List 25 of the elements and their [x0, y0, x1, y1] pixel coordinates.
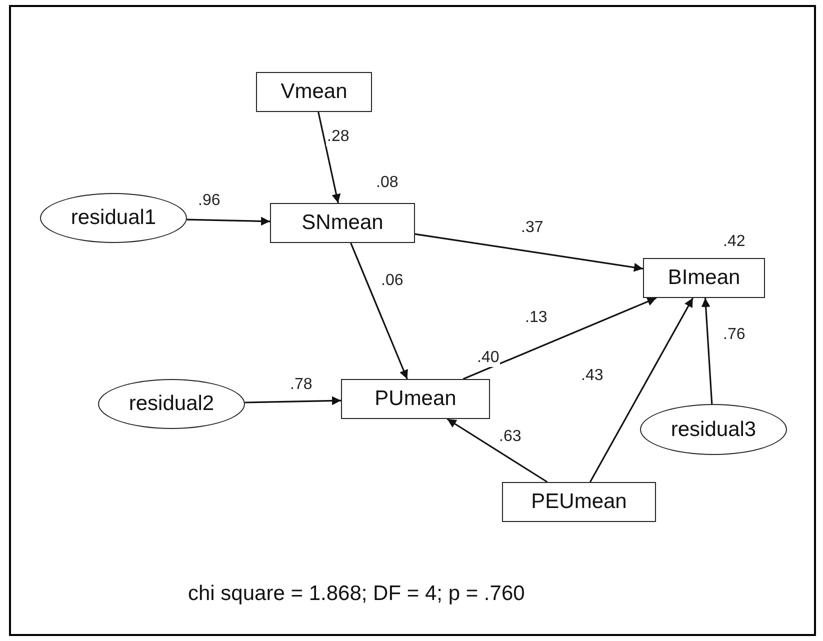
- path-arrow: [350, 242, 408, 380]
- variable-box: [256, 72, 372, 112]
- variable-name: residual1: [70, 206, 156, 230]
- path-coefficient: .28: [326, 128, 350, 146]
- variable-box: [270, 203, 415, 243]
- variable-box: [502, 482, 656, 522]
- variable-name: residual3: [670, 418, 756, 442]
- variable-name: PEUmean: [531, 490, 627, 514]
- variable-name: SNmean: [302, 211, 384, 235]
- path-arrow: [462, 297, 657, 380]
- fit-statistics: chi square = 1.868; DF = 4; p = .760: [188, 582, 525, 606]
- variable-name: residual2: [128, 392, 214, 416]
- path-arrow: [589, 298, 694, 482]
- r-squared-value: .40: [476, 349, 500, 367]
- variable-box: [643, 258, 765, 298]
- path-arrow: [446, 418, 548, 483]
- variable-name: Vmean: [280, 80, 348, 104]
- path-arrow: [318, 112, 341, 204]
- variable-name: PUmean: [374, 387, 456, 411]
- path-arrow: [186, 216, 270, 226]
- variable-name: BImean: [668, 266, 740, 290]
- variable-box: [341, 379, 490, 419]
- path-arrow: [414, 233, 644, 272]
- path-arrow: [701, 298, 713, 404]
- path-arrow: [244, 396, 342, 406]
